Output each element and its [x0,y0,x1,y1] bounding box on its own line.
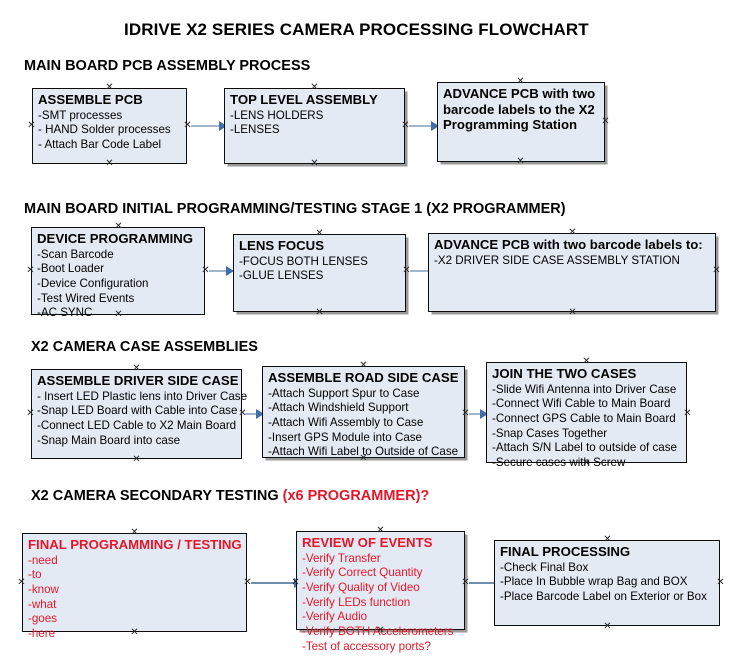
node-line: -Attach Wifi Assembly to Case [268,416,424,430]
node-line: -Snap LED Board with Cable into Case [37,404,238,418]
node-line: -Verify BOTH Accelerometers [302,625,454,639]
node-line: -Verify Transfer [302,551,381,565]
connector-arrow [251,578,302,588]
node-review-of-events[interactable]: REVIEW OF EVENTS -Verify Transfer -Verif… [296,531,465,653]
node-title: LENS FOCUS [239,238,324,253]
node-lens-focus[interactable]: LENS FOCUS -FOCUS BOTH LENSES -GLUE LENS… [233,234,406,312]
node-line: -Attach Wifi Label to Outside of Case [268,445,459,459]
node-line: -Place Barcode Label on Exterior or Box [500,590,707,604]
section-heading-3: X2 CAMERA CASE ASSEMBLIES [31,339,258,355]
page-title: IDRIVE X2 SERIES CAMERA PROCESSING FLOWC… [124,20,589,39]
section-heading-1-text: MAIN BOARD PCB ASSEMBLY PROCESS [24,58,311,74]
node-line: -Connect GPS Cable to Main Board [492,412,676,426]
node-line: -AC SYNC [37,306,93,320]
arrowhead-icon [219,121,227,131]
connector-arrow [209,266,234,276]
node-line-overflow: -Test of accessory ports? [302,639,431,653]
node-line: -Boot Loader [37,262,105,276]
node-final-programming-testing[interactable]: FINAL PROGRAMMING / TESTING -need -to -k… [22,533,247,640]
node-assemble-driver-side-case[interactable]: ASSEMBLE DRIVER SIDE CASE - Insert LED P… [31,369,248,459]
node-line: -SMT processes [38,108,123,122]
arrowhead-icon [256,409,264,419]
node-line: -Verify LEDs function [302,595,411,609]
node-line: -goes [28,612,58,626]
node-line: -Attach Support Spur to Case [268,386,420,400]
node-line: -what [28,597,57,611]
node-title: FINAL PROCESSING [500,544,631,559]
node-line: -Snap Main Board into case [37,433,181,447]
node-title: ASSEMBLE PCB [38,92,143,107]
node-line: - Insert LED Plastic lens into Driver Ca… [37,389,248,403]
node-line: -Check Final Box [500,560,589,574]
node-line: -Insert GPS Module into Case [268,430,423,444]
node-line: -X2 DRIVER SIDE CASE ASSEMBLY STATION [434,253,680,267]
node-line: -Attach S/N Label to outside of case [492,441,677,455]
connector-arrow [409,121,439,131]
node-title: ADVANCE PCB with two barcode labels to: [434,237,703,252]
node-title: TOP LEVEL ASSEMBLY [230,92,378,107]
node-line: -to [28,568,42,582]
node-line: -Verify Correct Quantity [302,566,423,580]
node-line: -FOCUS BOTH LENSES [239,254,368,268]
node-title: FINAL PROGRAMMING / TESTING [28,537,242,552]
node-title: ASSEMBLE DRIVER SIDE CASE [37,373,239,388]
node-final-processing[interactable]: FINAL PROCESSING -Check Final Box -Place… [494,540,720,626]
node-line: - HAND Solder processes [38,123,171,137]
node-line: -Connect Wifi Cable to Main Board [492,397,671,411]
section-heading-2: MAIN BOARD INITIAL PROGRAMMING/TESTING S… [24,201,566,217]
node-line: -GLUE LENSES [239,269,324,283]
node-line: -Verify Audio [302,610,368,624]
node-line: -Place In Bubble wrap Bag and BOX [500,575,688,589]
node-join-the-two-cases[interactable]: JOIN THE TWO CASES -Slide Wifi Antenna i… [486,362,687,469]
arrowhead-icon [431,121,439,131]
node-line: -need [28,553,58,567]
node-line: - Attach Bar Code Label [38,138,162,152]
node-top-level-assembly[interactable]: TOP LEVEL ASSEMBLY -LENS HOLDERS -LENSES [224,88,405,164]
node-line: -Verify Quality of Video [302,581,420,595]
node-line: -Test Wired Events [37,291,135,305]
section-heading-2-text: MAIN BOARD INITIAL PROGRAMMING/TESTING S… [24,201,566,217]
node-advance-pcb-driver-side-station[interactable]: ADVANCE PCB with two barcode labels to: … [428,233,716,312]
node-title: JOIN THE TWO CASES [492,366,637,381]
arrowhead-icon [480,409,488,419]
connector-arrow [469,409,488,419]
node-line: -here [28,627,56,641]
node-title: ADVANCE PCB with two barcode labels to t… [443,86,596,133]
section-heading-4: X2 CAMERA SECONDARY TESTING (x6 PROGRAMM… [31,488,429,504]
node-line: -Slide Wifi Antenna into Driver Case [492,382,677,396]
section-heading-4-accent: (x6 PROGRAMMER)? [282,488,430,504]
node-line: -know [28,583,59,597]
node-line: -Connect LED Cable to X2 Main Board [37,419,237,433]
connector-arrow [191,121,227,131]
node-title: ASSEMBLE ROAD SIDE CASE [268,370,459,385]
node-line: -Attach Windshield Support [268,401,409,415]
node-title: REVIEW OF EVENTS [302,535,433,550]
node-line: -Scan Barcode [37,247,114,261]
connector-arrow [245,409,264,419]
node-line: -Secure cases with Screw [492,456,626,470]
section-heading-3-text: X2 CAMERA CASE ASSEMBLIES [31,339,258,355]
node-line: -Snap Cases Together [492,426,608,440]
node-device-programming[interactable]: DEVICE PROGRAMMING -Scan Barcode -Boot L… [31,227,205,319]
node-title: DEVICE PROGRAMMING [37,231,194,246]
section-heading-1: MAIN BOARD PCB ASSEMBLY PROCESS [24,58,310,74]
node-advance-pcb-programming-station[interactable]: ADVANCE PCB with two barcode labels to t… [437,82,605,162]
node-line: -LENSES [230,123,280,137]
section-heading-4-text: X2 CAMERA SECONDARY TESTING [31,488,283,504]
node-line: -Device Configuration [37,277,149,291]
node-assemble-road-side-case[interactable]: ASSEMBLE ROAD SIDE CASE -Attach Support … [262,366,465,458]
arrowhead-icon [226,266,234,276]
node-line: -LENS HOLDERS [230,108,324,122]
node-assemble-pcb[interactable]: ASSEMBLE PCB -SMT processes - HAND Solde… [32,88,187,164]
connector-arrow [410,266,438,276]
